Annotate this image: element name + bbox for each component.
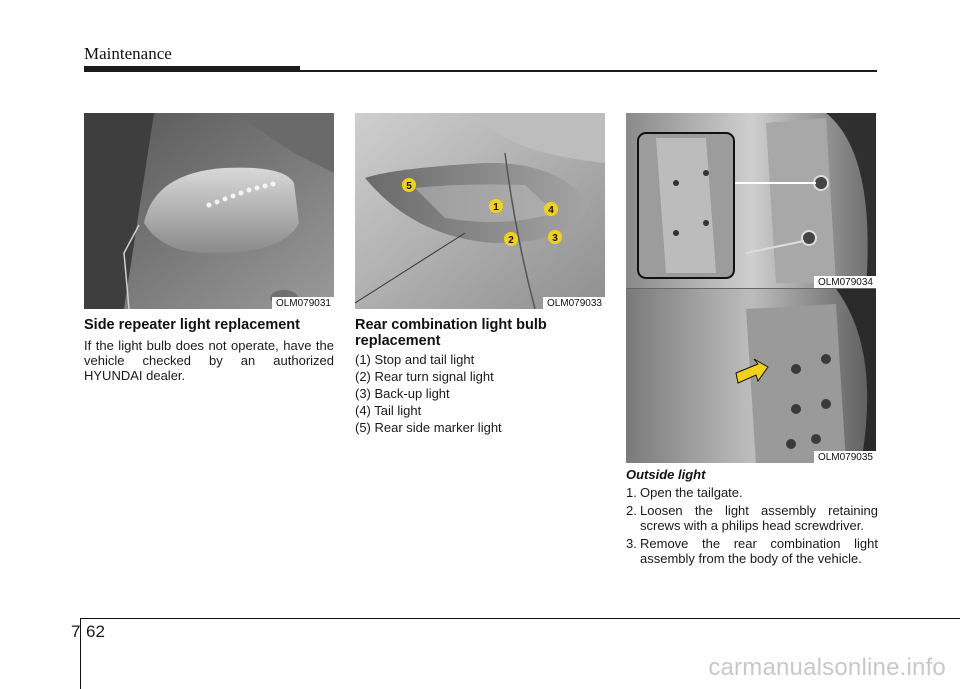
- photo-code: OLM079031: [271, 297, 334, 309]
- rear-combination-list: (1) Stop and tail light (2) Rear turn si…: [355, 351, 605, 436]
- side-mirror-photo: OLM079031: [84, 113, 334, 309]
- step-number: 2.: [626, 503, 637, 518]
- step-number: 1.: [626, 485, 637, 500]
- rear-lamp-photo: 5 1 4 2 3 OLM079033: [355, 113, 605, 309]
- page-header-title: Maintenance: [84, 44, 172, 63]
- list-item: (4) Tail light: [355, 403, 422, 418]
- photo-code: OLM079033: [542, 297, 605, 309]
- header-rule: [84, 70, 877, 72]
- list-item: (1) Stop and tail light: [355, 352, 475, 367]
- outside-light-subheading: Outside light: [626, 467, 706, 482]
- header-bar: [84, 66, 300, 72]
- callout-1: 1: [493, 202, 499, 213]
- callout-3: 3: [552, 233, 558, 244]
- photo-code: OLM079034: [813, 276, 876, 288]
- callout-2: 2: [508, 235, 514, 246]
- side-repeater-heading: Side repeater light replacement: [84, 317, 300, 333]
- list-item: 3. Remove the rear combination light ass…: [626, 536, 878, 566]
- chapter-number: 7: [71, 622, 81, 641]
- step-text: Remove the rear combination light assemb…: [640, 536, 878, 566]
- photo-divider: [626, 288, 876, 289]
- watermark: carmanualsonline.info: [708, 654, 946, 681]
- step-text: Loosen the light assembly retaining scre…: [640, 503, 878, 533]
- lamp-housing-photo: OLM079035: [626, 289, 876, 463]
- list-item: (5) Rear side marker light: [355, 420, 502, 435]
- list-item: (2) Rear turn signal light: [355, 369, 494, 384]
- footer-rule: [80, 618, 960, 619]
- footer-divider: [80, 618, 81, 689]
- step-number: 3.: [626, 536, 637, 551]
- list-item: (3) Back-up light: [355, 386, 450, 401]
- page-number: 62: [86, 622, 105, 641]
- list-item: 1. Open the tailgate.: [626, 485, 878, 500]
- list-item: 2. Loosen the light assembly retaining s…: [626, 503, 878, 533]
- side-repeater-body: If the light bulb does not operate, have…: [84, 338, 334, 383]
- outside-light-steps: 1. Open the tailgate. 2. Loosen the ligh…: [626, 485, 878, 569]
- step-text: Open the tailgate.: [640, 485, 743, 500]
- screws-closeup-photo: OLM079034: [626, 113, 876, 288]
- callout-4: 4: [548, 205, 554, 216]
- photo-code: OLM079035: [813, 451, 876, 463]
- callout-5: 5: [406, 181, 412, 192]
- rear-combination-heading: Rear combination light bulb replacement: [355, 317, 547, 349]
